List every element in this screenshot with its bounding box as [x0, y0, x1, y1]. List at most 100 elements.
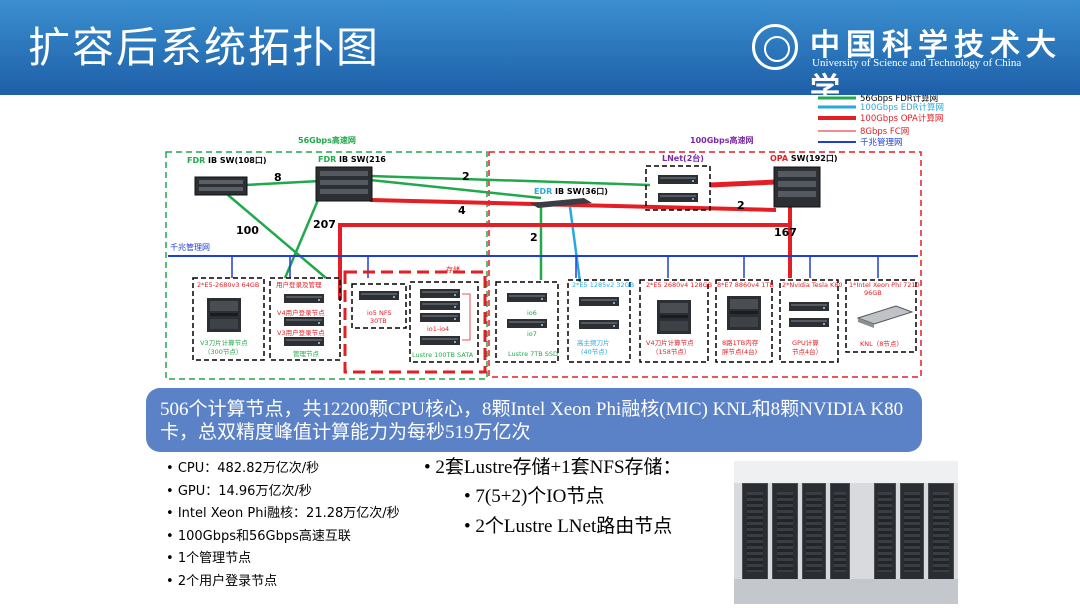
region-56g-label: 56Gbps高速网 — [298, 135, 356, 145]
link-opa-storage — [338, 205, 792, 300]
legend-label-edr: 100Gbps EDR计算网 — [860, 102, 944, 113]
group-login-title: 用户登录及管理 — [276, 280, 322, 289]
svg-text:FDR IB SW(216: FDR IB SW(216 — [318, 155, 386, 164]
link-fdr108-login — [227, 194, 327, 279]
svg-text:FDR IB SW(108口): FDR IB SW(108口) — [187, 156, 267, 165]
group-highfreq-count: (40节点) — [581, 348, 607, 356]
group-gpu-count: 节点4台） — [792, 347, 822, 356]
bullet-login: 2个用户登录节点 — [166, 571, 400, 594]
group-highfreq-spec: 2*E5 1285v2 32GB — [572, 281, 634, 289]
link-label-2b: 2 — [530, 231, 538, 244]
group-fat-count: 胖节点(4台) — [722, 347, 757, 356]
performance-list: CPU：482.82万亿次/秒 GPU：14.96万亿次/秒 Intel Xeo… — [166, 458, 400, 593]
group-v3-blade: 2*E5-2680v3 64GB V3刀片计算节点 （300节点） — [192, 277, 265, 361]
group-highfreq-title: 高主频刀片 — [577, 338, 610, 347]
group-login-v4: V4用户登录节点 — [277, 308, 325, 317]
link-edr-cpu — [568, 206, 582, 283]
legend: 56Gbps FDR计算网 100Gbps EDR计算网 100Gbps OPA… — [818, 95, 944, 148]
group-io5-name: io5 NFS — [367, 309, 392, 317]
bullet-storage-main: 2套Lustre存储+1套NFS存储： — [424, 454, 681, 482]
link-label-100: 100 — [236, 224, 259, 237]
storage-label: 存储 — [446, 265, 460, 274]
group-high-freq: 2*E5 1285v2 32GB 高主频刀片 (40节点) — [567, 279, 634, 363]
group-lustre7-label: Lustre 7TB SSD — [508, 350, 558, 358]
bullet-knl: Intel Xeon Phi融核：21.28万亿次/秒 — [166, 503, 400, 526]
svg-text:OPA SW(192口): OPA SW(192口) — [770, 154, 838, 163]
link-label-167: 167 — [774, 226, 797, 239]
region-100g-label: 100Gbps高速网 — [690, 135, 753, 145]
switch-edr36-name: IB SW(36口) — [552, 187, 608, 196]
group-knl-spec: 1*Intel Xeon Phi 7210 — [849, 281, 920, 289]
group-v3-count: （300节点） — [204, 348, 242, 356]
legend-label-opa: 100Gbps OPA计算网 — [860, 113, 943, 124]
group-fat-spec: 8*E7 8860v4 1TB — [717, 281, 774, 289]
link-label-207: 207 — [313, 218, 336, 231]
storage-box — [343, 270, 487, 374]
link-lnet-opa — [709, 179, 777, 188]
links — [168, 174, 918, 300]
header-bar: 扩容后系统拓扑图 中国科学技术大学 University of Science … — [0, 0, 1080, 107]
group-lustre100: io1-io4 Lustre 100TB SATA — [409, 281, 479, 363]
legend-label-mgmt: 千兆管理网 — [860, 137, 903, 148]
group-v3-title: V3刀片计算节点 — [200, 338, 248, 347]
switch-fdr216-type: FDR — [318, 155, 336, 164]
switch-opa-name: SW(192口) — [788, 154, 837, 163]
bullet-cpu: CPU：482.82万亿次/秒 — [166, 458, 400, 481]
link-fdr216-edr — [369, 178, 542, 200]
page-title: 扩容后系统拓扑图 — [28, 23, 381, 72]
university-seal-icon — [752, 24, 798, 70]
bullet-io-nodes: 7(5+2)个IO节点 — [424, 482, 682, 512]
topology-diagram: 56Gbps FDR计算网 100Gbps EDR计算网 100Gbps OPA… — [165, 95, 944, 380]
group-gpu-spec: 2*Nvidia Tesla K80 — [782, 281, 843, 289]
switch-edr36: EDR IB SW(36口) — [530, 187, 608, 208]
link-label-2a: 2 — [462, 170, 470, 183]
link-fdr108-fdr216 — [244, 179, 321, 187]
switch-fdr108-type: FDR — [187, 156, 205, 165]
group-knl: 1*Intel Xeon Phi 7210 96GB KNL（8节点） — [845, 279, 920, 353]
link-label-2c: 2 — [737, 199, 745, 212]
group-v4-title: V4刀片计算节点 — [646, 338, 694, 347]
switch-fdr108: FDR IB SW(108口) — [187, 156, 267, 196]
summary-callout: 506个计算节点，共12200颗CPU核心，8颗Intel Xeon Phi融核… — [146, 388, 922, 452]
link-label-8: 8 — [274, 171, 282, 184]
group-io1-label: io1-io4 — [427, 325, 449, 333]
group-v3-spec: 2*E5-2680v3 64GB — [197, 281, 259, 289]
region-100g-box — [488, 151, 922, 378]
bullet-lnet-nodes: 2个Lustre LNet路由节点 — [424, 512, 682, 542]
switch-opa: OPA SW(192口) — [770, 154, 838, 208]
group-io5-size: 30TB — [370, 317, 387, 325]
group-io6-label: io6 — [527, 309, 537, 317]
legend-label-fdr: 56Gbps FDR计算网 — [860, 95, 938, 104]
group-login-v3: V3用户登录节点 — [277, 328, 325, 337]
region-56g-box — [165, 151, 488, 380]
storage-list: 2套Lustre存储+1套NFS存储： 7(5+2)个IO节点 2个Lustre… — [424, 454, 682, 542]
group-knl-title: KNL（8节点） — [860, 340, 903, 348]
university-name-cn: 中国科学技术大学 — [810, 28, 1062, 107]
datacenter-photo — [734, 461, 958, 604]
group-gpu-title: GPU计算 — [792, 338, 819, 347]
group-v4-count: （158节点） — [652, 348, 690, 356]
group-v4-blade: 2*E5 2680v4 128GB V4刀片计算节点 （158节点） — [639, 279, 712, 363]
mgmt-network-label: 千兆管理网 — [170, 242, 210, 252]
switch-fdr216: FDR IB SW(216 — [315, 155, 386, 202]
switch-edr36-type: EDR — [534, 187, 552, 196]
link-opa-top — [369, 198, 777, 212]
group-v4-spec: 2*E5 2680v4 128GB — [646, 281, 712, 289]
bullet-gpu: GPU：14.96万亿次/秒 — [166, 481, 400, 504]
bullet-mgmt: 1个管理节点 — [166, 548, 400, 571]
lnet-routers: LNet(2台) — [645, 153, 711, 211]
group-lustre7: io6 io7 Lustre 7TB SSD — [495, 281, 559, 363]
switch-fdr108-name: IB SW(108口) — [205, 156, 266, 165]
link-fdr216-lnet — [369, 174, 651, 187]
switch-fdr216-name: IB SW(216 — [336, 155, 386, 164]
legend-label-fc: 8Gbps FC网 — [860, 127, 909, 137]
group-gpu: 2*Nvidia Tesla K80 GPU计算 节点4台） — [779, 279, 843, 363]
group-io7-label: io7 — [527, 330, 537, 338]
group-fat-node: 8*E7 8860v4 1TB 8路1TB内存 胖节点(4台) — [715, 279, 774, 363]
lnet-label: LNet(2台) — [662, 153, 704, 163]
group-knl-mem: 96GB — [864, 289, 882, 297]
group-lustre100-label: Lustre 100TB SATA — [412, 351, 474, 359]
group-io5: io5 NFS 30TB — [351, 283, 407, 329]
link-label-4: 4 — [458, 204, 466, 217]
group-login: 用户登录及管理 V4用户登录节点 V3用户登录节点 管理节点 — [269, 277, 341, 361]
